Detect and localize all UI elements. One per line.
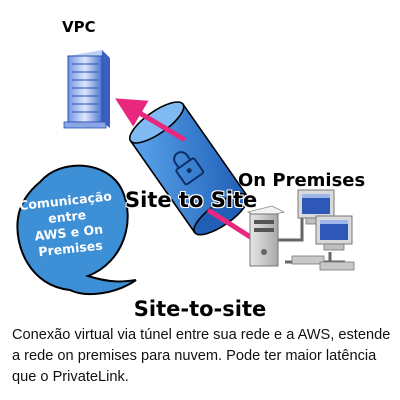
tunnel-label: Site to Site — [125, 188, 258, 212]
diagram-title: Site-to-site — [133, 297, 267, 321]
lock-icon — [173, 151, 205, 186]
arrow-from-on-premises — [206, 207, 254, 241]
speech-bubble-text: Comunicação entre AWS e On Premises — [13, 188, 123, 263]
server-tower-icon — [246, 205, 286, 267]
on-premises-network-icon — [246, 189, 355, 271]
speech-bubble — [16, 164, 137, 296]
arrow-to-vpc — [115, 98, 187, 143]
description-text: Conexão virtual via túnel entre sua rede… — [12, 327, 391, 385]
vpc-label: VPC — [62, 18, 96, 36]
desktop-computer-icon — [315, 215, 353, 251]
vpc-server-icon — [63, 50, 110, 129]
on-premises-label: On Premises — [238, 170, 366, 191]
